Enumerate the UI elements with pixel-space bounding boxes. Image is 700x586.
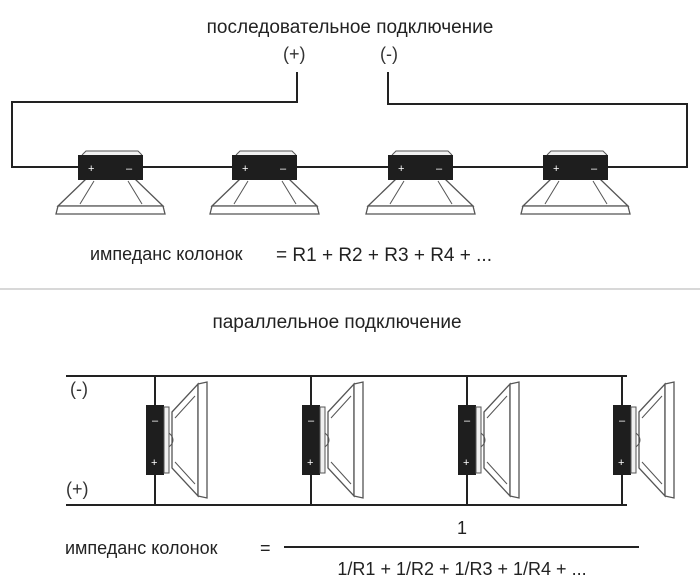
series-wires <box>11 72 688 168</box>
formula-numerator: 1 <box>456 518 467 538</box>
series-impedance-label: импеданс колонок <box>90 244 243 264</box>
speaker-rim <box>664 381 675 499</box>
speaker-cone-lines <box>330 395 352 485</box>
speaker-dust-cap <box>635 432 641 448</box>
parallel-wires <box>66 375 627 506</box>
series-speaker-4: +– <box>520 150 631 215</box>
series-speakers: +–+–+–+– <box>55 150 631 215</box>
speaker-minus-sign: – <box>308 415 315 427</box>
speaker-rim <box>365 205 476 215</box>
speaker-top-ridge <box>546 150 608 156</box>
speaker-magnet <box>232 155 297 180</box>
speaker-dust-cap <box>324 432 330 448</box>
speaker-rim <box>55 205 166 215</box>
series-title: последовательное подключение <box>206 17 494 38</box>
speaker-minus-sign: – <box>464 415 471 427</box>
speaker-plus-sign: + <box>151 457 157 469</box>
speaker-plus-sign: + <box>398 163 404 175</box>
speaker-cone <box>638 382 666 498</box>
speaker-rim <box>509 381 520 499</box>
speaker-plus-sign: + <box>88 163 94 175</box>
speaker-dust-cap <box>480 432 486 448</box>
series-plus-terminal: (+) <box>283 44 306 64</box>
speaker-plate <box>163 406 170 474</box>
series-speaker-2: +– <box>209 150 320 215</box>
speaker-cone <box>366 178 475 207</box>
speaker-plus-sign: + <box>242 163 248 175</box>
fraction-bar <box>284 546 639 548</box>
speaker-minus-sign: – <box>619 415 626 427</box>
speaker-magnet <box>543 155 608 180</box>
parallel-plus-terminal: (+) <box>66 479 89 499</box>
speaker-plate <box>475 406 482 474</box>
parallel-speaker-3: –+ <box>458 376 520 505</box>
parallel-speaker-1: –+ <box>146 376 208 505</box>
speaker-cone-lines <box>486 395 508 485</box>
speaker-plus-sign: + <box>618 457 624 469</box>
speaker-minus-sign: – <box>436 163 443 175</box>
speaker-top-ridge <box>235 150 297 156</box>
series-speaker-3: +– <box>365 150 476 215</box>
speaker-minus-sign: – <box>126 163 133 175</box>
speaker-dust-cap <box>168 432 174 448</box>
speaker-magnet <box>613 405 631 475</box>
speaker-cone <box>327 382 355 498</box>
speaker-plate <box>630 406 637 474</box>
series-formula: = R1 + R2 + R3 + R4 + ... <box>276 245 492 266</box>
speaker-minus-sign: – <box>280 163 287 175</box>
speaker-cone <box>171 382 199 498</box>
speaker-cone-lines <box>641 395 663 485</box>
formula-denominator: 1/R1 + 1/R2 + 1/R3 + 1/R4 + ... <box>337 559 587 579</box>
parallel-equals: = <box>260 538 271 558</box>
speaker-rim <box>353 381 364 499</box>
speaker-top-ridge <box>391 150 453 156</box>
series-minus-terminal: (-) <box>380 44 398 64</box>
speaker-plate <box>319 406 326 474</box>
speaker-cone <box>521 178 630 207</box>
parallel-speakers: –+–+–+–+ <box>146 376 675 505</box>
parallel-minus-terminal: (-) <box>70 379 88 399</box>
speaker-cone <box>56 178 165 207</box>
speaker-cone-lines <box>79 180 143 205</box>
speaker-magnet <box>78 155 143 180</box>
series-wire-positive <box>11 72 298 168</box>
speaker-rim <box>520 205 631 215</box>
speaker-magnet <box>458 405 476 475</box>
speaker-cone-lines <box>389 180 453 205</box>
speaker-minus-sign: – <box>591 163 598 175</box>
speaker-cone-lines <box>233 180 297 205</box>
speaker-rim <box>209 205 320 215</box>
series-speaker-1: +– <box>55 150 166 215</box>
speaker-rim <box>197 381 208 499</box>
parallel-impedance-label: импеданс колонок <box>65 538 218 558</box>
speaker-cone-lines <box>174 395 196 485</box>
speaker-plus-sign: + <box>307 457 313 469</box>
parallel-title: параллельное подключение <box>212 312 462 333</box>
speaker-plus-sign: + <box>463 457 469 469</box>
speaker-cone-lines <box>544 180 608 205</box>
speaker-cone <box>483 382 511 498</box>
parallel-speaker-2: –+ <box>302 376 364 505</box>
series-wire-negative <box>387 72 688 168</box>
speaker-minus-sign: – <box>152 415 159 427</box>
speaker-plus-sign: + <box>553 163 559 175</box>
speaker-top-ridge <box>81 150 143 156</box>
speaker-magnet <box>388 155 453 180</box>
speaker-cone <box>210 178 319 207</box>
parallel-speaker-4: –+ <box>613 376 675 505</box>
speaker-magnet <box>146 405 164 475</box>
speaker-magnet <box>302 405 320 475</box>
